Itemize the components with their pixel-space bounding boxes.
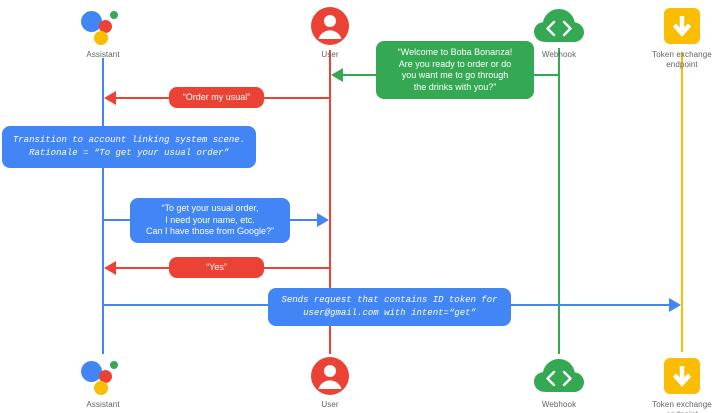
actor-label-webhook-top: Webhook <box>541 50 577 59</box>
assistant-icon-bottom <box>43 354 163 398</box>
assistant-dot-blue <box>81 361 102 382</box>
actor-token-top[interactable]: Token exchange endpoint <box>622 4 725 70</box>
actor-token-bottom[interactable]: Token exchange endpoint <box>622 354 725 413</box>
message-arrowhead-sends-request <box>669 298 681 312</box>
message-arrowhead-need-name <box>317 213 329 227</box>
actor-label-assistant-top: Assistant <box>86 50 120 59</box>
assistant-dot-green <box>110 361 118 369</box>
assistant-icon-top <box>43 4 163 48</box>
message-bubble-transition-note: Transition to account linking system sce… <box>2 126 256 168</box>
message-bubble-need-name: “To get your usual order, I need your na… <box>130 198 290 243</box>
message-arrowhead-order-my-usual <box>104 91 116 105</box>
user-avatar-icon <box>311 357 349 395</box>
actor-webhook-top[interactable]: Webhook <box>499 4 619 60</box>
assistant-dot-red <box>99 20 112 33</box>
message-bubble-yes: “Yes” <box>169 257 264 278</box>
message-arrowhead-welcome <box>331 68 343 82</box>
lifeline-user <box>329 50 331 354</box>
cloud-code-icon <box>534 359 584 392</box>
assistant-dot-yellow <box>94 381 108 395</box>
message-bubble-welcome: “Welcome to Boba Bonanza! Are you ready … <box>376 41 534 99</box>
actor-assistant-top[interactable]: Assistant <box>43 4 163 60</box>
message-bubble-order-my-usual: “Order my usual” <box>169 87 264 108</box>
actor-label-token-top: Token exchange endpoint <box>652 50 712 69</box>
actor-label-user-top: User <box>321 50 339 59</box>
user-icon-top <box>270 4 390 48</box>
actor-label-user-bottom: User <box>321 400 339 409</box>
google-assistant-logo <box>81 6 125 46</box>
assistant-dot-yellow <box>94 31 108 45</box>
user-avatar-icon <box>311 7 349 45</box>
cloud-code-icon <box>534 9 584 42</box>
actor-user-bottom[interactable]: User <box>270 354 390 410</box>
actor-assistant-bottom[interactable]: Assistant <box>43 354 163 410</box>
lifeline-token <box>681 52 683 352</box>
token-icon-bottom <box>622 354 725 398</box>
actor-label-token-bottom: Token exchange endpoint <box>652 400 712 413</box>
actor-label-assistant-bottom: Assistant <box>86 400 120 409</box>
message-bubble-sends-request: Sends request that contains ID token for… <box>268 288 511 326</box>
assistant-dot-green <box>110 11 118 19</box>
actor-user-top[interactable]: User <box>270 4 390 60</box>
google-assistant-logo <box>81 356 125 396</box>
assistant-dot-blue <box>81 11 102 32</box>
actor-webhook-bottom[interactable]: Webhook <box>499 354 619 410</box>
webhook-icon-bottom <box>499 354 619 398</box>
download-box-icon <box>664 358 700 394</box>
lifeline-assistant <box>102 58 104 354</box>
actor-label-webhook-bottom: Webhook <box>541 400 577 409</box>
user-icon-bottom <box>270 354 390 398</box>
message-dropline-sends-request <box>102 267 104 306</box>
assistant-dot-red <box>99 370 112 383</box>
webhook-icon-top <box>499 4 619 48</box>
download-box-icon <box>664 8 700 44</box>
message-arrowhead-yes <box>104 261 116 275</box>
token-icon-top <box>622 4 725 48</box>
lifeline-webhook <box>558 48 560 354</box>
